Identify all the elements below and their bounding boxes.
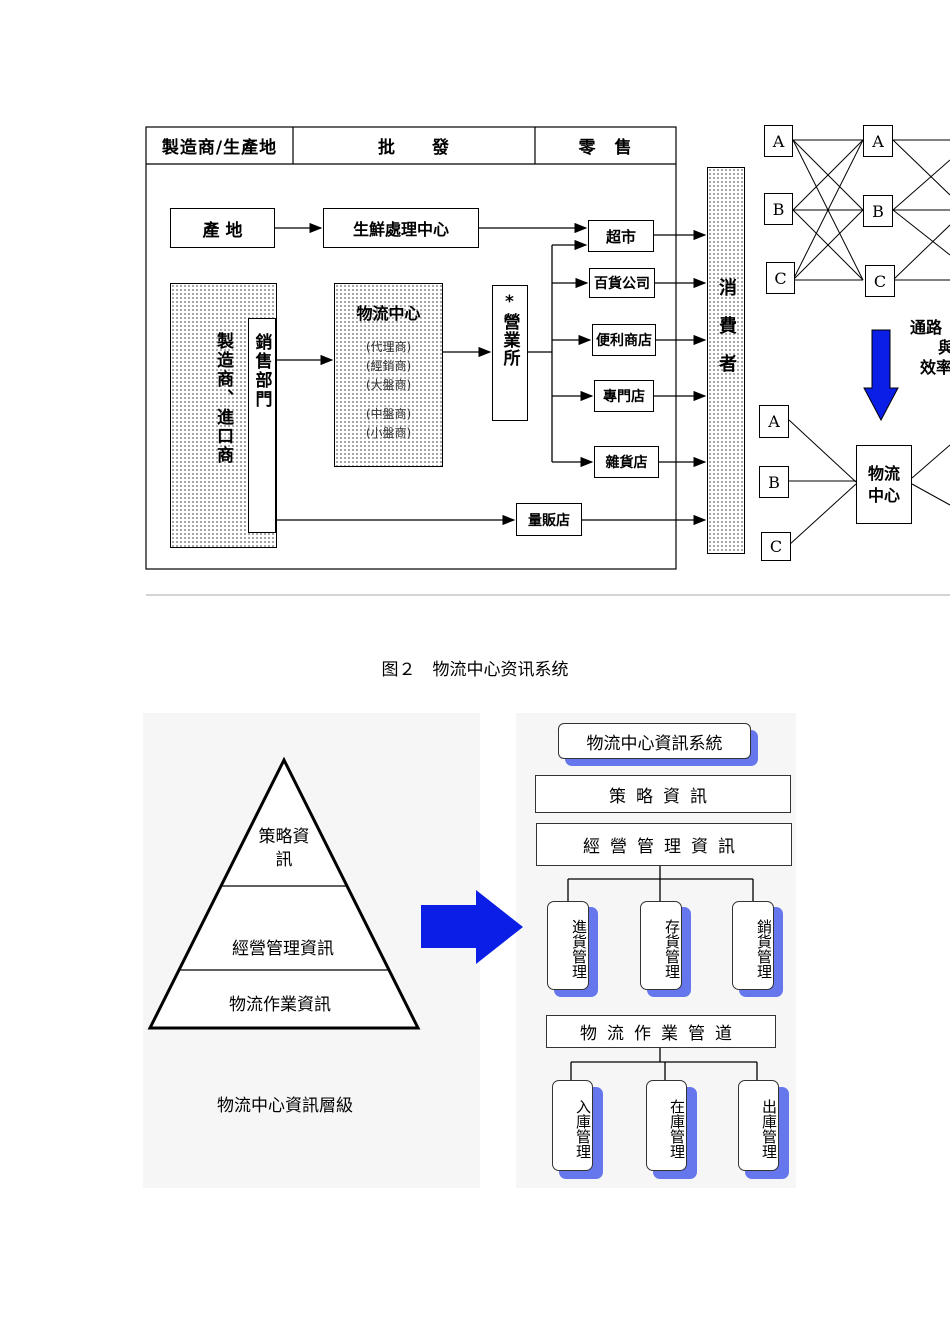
- network-bottom-node-a: A: [759, 405, 789, 438]
- outlet-convenience-store: 便利商店: [592, 324, 656, 356]
- network-mid-node-a: A: [863, 125, 893, 157]
- mass-retailer-box: 量販店: [516, 503, 582, 536]
- hierarchy-inventory: 存貨管理: [640, 901, 682, 990]
- network-mid-node-b: B: [863, 195, 893, 227]
- sales-dept-box: 銷售部門: [248, 318, 276, 533]
- sales-office-label: *營業所: [499, 292, 520, 367]
- hierarchy-strategy: 策略資訊: [535, 775, 791, 813]
- consumer-block: 消費者: [707, 167, 745, 554]
- hierarchy-receiving: 進貨管理: [547, 901, 589, 990]
- network-bottom-node-c: C: [761, 532, 791, 561]
- origin-box: 產 地: [170, 208, 275, 248]
- side-text-line: 通路: [910, 318, 943, 337]
- outlet-grocery-store: 雜貨店: [594, 446, 659, 478]
- dc-title: 物流中心: [356, 304, 421, 323]
- side-text-line: 效率: [920, 358, 950, 377]
- network-left-node-a: A: [764, 125, 793, 157]
- network-left-node-b: B: [764, 193, 793, 225]
- pyramid-level-management: 經營管理資訊: [232, 939, 334, 959]
- pyramid-caption: 物流中心資訊層級: [217, 1096, 353, 1116]
- header-retail: 零 售: [578, 138, 633, 158]
- figure-caption: 图２ 物流中心资讯系统: [381, 660, 569, 680]
- network-center-node: 物流中心: [856, 445, 912, 524]
- maker-importer-label: 製造商、進口商: [213, 332, 233, 465]
- hierarchy-root: 物流中心資訊系統: [558, 723, 751, 759]
- network-bottom-node-b: B: [759, 466, 789, 498]
- consumer-label: 消費者: [716, 278, 737, 392]
- sales-office-box: *營業所: [492, 285, 528, 421]
- dc-item: (小盤商): [365, 426, 412, 440]
- hierarchy-management: 經營管理資訊: [536, 823, 792, 866]
- outlet-specialty-store: 專門店: [594, 380, 654, 412]
- outlet-department-store: 百貨公司: [589, 268, 655, 298]
- network-left-node-c: C: [766, 262, 795, 294]
- pyramid-level-operations: 物流作業資訊: [229, 995, 331, 1015]
- fresh-center-box: 生鮮處理中心: [323, 208, 479, 248]
- hierarchy-sales: 銷貨管理: [732, 901, 774, 990]
- hierarchy-instock: 在庫管理: [646, 1080, 687, 1171]
- network-mid-node-c: C: [865, 265, 895, 297]
- hierarchy-inbound: 入庫管理: [552, 1080, 593, 1171]
- side-text-line: 與: [938, 338, 950, 357]
- dc-item: (中盤商): [365, 407, 412, 421]
- hierarchy-outbound: 出庫管理: [738, 1080, 779, 1171]
- dc-item: (代理商): [365, 340, 412, 354]
- dc-item: (經銷商): [365, 359, 412, 373]
- hierarchy-operations: 物流作業管道: [546, 1015, 776, 1048]
- distribution-center-block: 物流中心 (代理商) (經銷商) (大盤商) (中盤商) (小盤商): [334, 283, 443, 467]
- pyramid-level-strategy: 策略資訊: [258, 827, 310, 870]
- sales-dept-label: 銷售部門: [251, 333, 272, 409]
- header-manufacturer: 製造商/生產地: [161, 138, 278, 158]
- network-side-text: 通路 與 效率: [910, 318, 950, 378]
- outlet-supermarket: 超市: [588, 220, 654, 252]
- header-wholesale: 批 發: [378, 138, 450, 158]
- dc-item: (大盤商): [365, 378, 412, 392]
